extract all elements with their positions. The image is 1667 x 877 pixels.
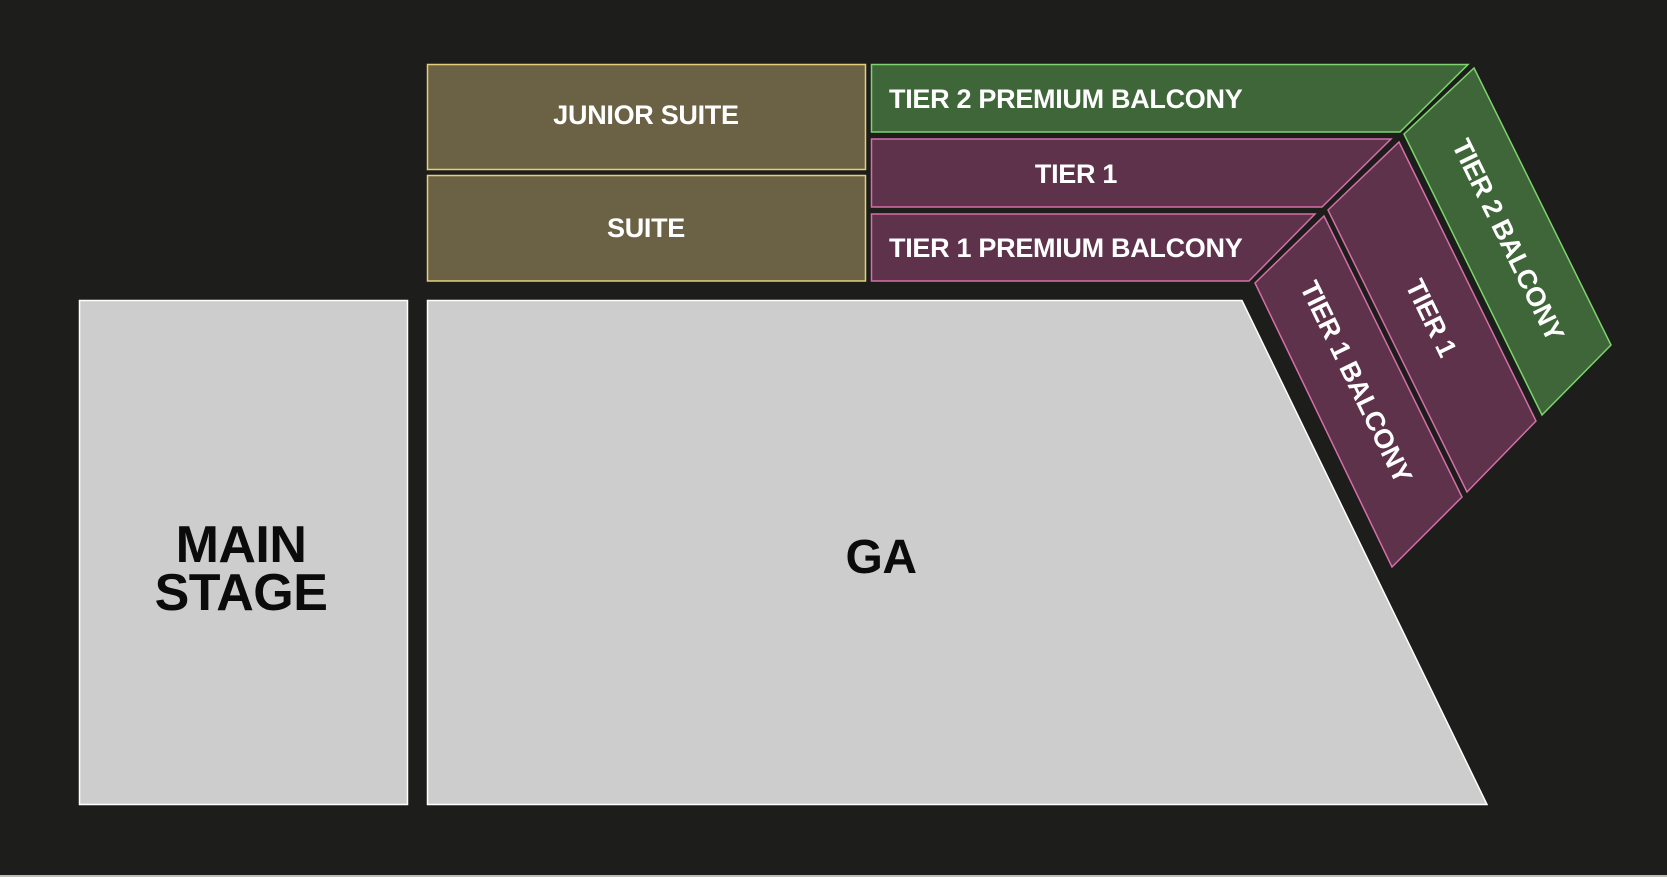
junior-suite-label: JUNIOR SUITE bbox=[553, 100, 738, 130]
suite-shape[interactable] bbox=[426, 174, 867, 282]
main-stage-shape[interactable] bbox=[78, 299, 409, 806]
section-tier1-row[interactable]: TIER 1 bbox=[870, 138, 1393, 208]
tier1-balcony-shape[interactable] bbox=[1254, 214, 1463, 569]
suite-label: SUITE bbox=[607, 213, 685, 243]
section-suite[interactable]: SUITE bbox=[426, 174, 867, 282]
tier1-premium-balcony-shape[interactable] bbox=[870, 213, 1317, 282]
section-tier1-side[interactable]: TIER 1 bbox=[1327, 140, 1537, 494]
section-tier1-premium-balcony[interactable]: TIER 1 PREMIUM BALCONY bbox=[870, 213, 1317, 282]
tier1-side-shape[interactable] bbox=[1327, 140, 1537, 494]
tier2-premium-balcony-label: TIER 2 PREMIUM BALCONY bbox=[889, 84, 1243, 114]
bottom-edge-line bbox=[0, 875, 1667, 877]
junior-suite-shape[interactable] bbox=[426, 63, 867, 171]
tier1-row-label: TIER 1 bbox=[1035, 159, 1118, 189]
main-stage-label-line2: STAGE bbox=[155, 564, 328, 622]
ga-label: GA bbox=[846, 531, 917, 584]
section-junior-suite[interactable]: JUNIOR SUITE bbox=[426, 63, 867, 171]
tier2-balcony-shape[interactable] bbox=[1403, 66, 1612, 417]
main-stage-label-line1: MAIN bbox=[176, 516, 307, 574]
ga-shape[interactable] bbox=[426, 299, 1489, 806]
section-main-stage[interactable]: MAIN STAGE bbox=[78, 299, 409, 806]
section-tier2-premium-balcony[interactable]: TIER 2 PREMIUM BALCONY bbox=[870, 63, 1470, 133]
tier1-row-shape[interactable] bbox=[870, 138, 1393, 208]
tier1-premium-balcony-label: TIER 1 PREMIUM BALCONY bbox=[889, 233, 1243, 263]
tier2-premium-balcony-shape[interactable] bbox=[870, 63, 1470, 133]
section-ga[interactable]: GA bbox=[426, 299, 1489, 806]
